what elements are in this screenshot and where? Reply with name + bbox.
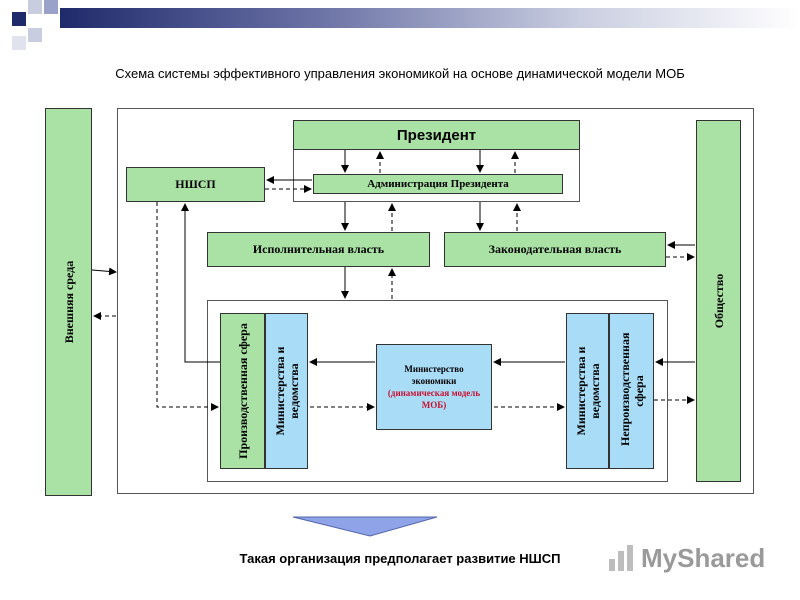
arrow-production-to-nshsp (181, 203, 220, 363)
corner-square-light (28, 0, 42, 14)
administration-box: Администрация Президента (313, 174, 563, 194)
ministries-left-box: Министерства и ведомства (265, 313, 308, 469)
president-label: Президент (396, 126, 477, 144)
president-box: Президент (293, 120, 580, 150)
logo-text: MyShared (641, 542, 766, 573)
diagram-title: Схема системы эффективного управления эк… (115, 66, 685, 81)
administration-label: Администрация Президента (367, 178, 509, 190)
corner-square-light (28, 28, 42, 42)
production-sphere-box: Производственная сфера (220, 313, 265, 469)
nonproduction-sphere-box: Непроизводственная сфера (609, 313, 654, 469)
logo-icon (609, 545, 633, 571)
ministry-economy-line3: (динамическая модель (387, 388, 481, 398)
corner-square-light (12, 36, 26, 50)
arrow-nshsp-to-production-dashed (156, 202, 219, 411)
legislative-power-label: Законодательная власть (488, 242, 622, 256)
society-box: Общество (696, 120, 741, 482)
ministry-economy-line1: Министерство (404, 364, 464, 374)
ministry-economy-line2: экономики (411, 376, 457, 386)
ministry-economy-line4: МОБ) (421, 400, 447, 410)
down-pointer (292, 516, 438, 537)
ministries-right-box: Министерства и ведомства (566, 313, 609, 469)
top-gradient-bar (60, 8, 800, 28)
nshsp-box: НШСП (126, 167, 265, 202)
logo: MyShared (605, 538, 775, 578)
arrow-external-to-frame (91, 267, 117, 276)
corner-square-navy (12, 12, 26, 26)
legislative-power-box: Законодательная власть (444, 232, 666, 267)
nshsp-label: НШСП (175, 177, 216, 191)
corner-square-mid (44, 0, 58, 14)
external-environment-box: Внешняя среда (45, 108, 92, 496)
ministry-economy-box: Министерство экономики (динамическая мод… (376, 344, 492, 430)
executive-power-label: Исполнительная власть (252, 242, 385, 256)
executive-power-box: Исполнительная власть (207, 232, 430, 267)
footer-text: Такая организация предполагает развитие … (239, 551, 561, 566)
